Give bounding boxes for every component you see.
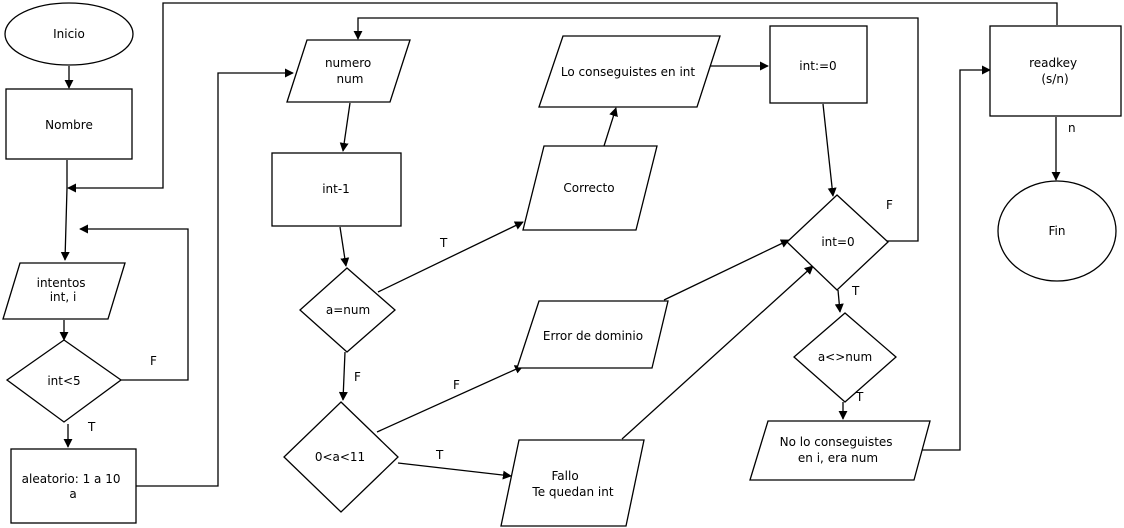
io-shape xyxy=(500,439,645,527)
decision-shape xyxy=(793,312,897,403)
edge-anum-false xyxy=(338,351,348,401)
label-f-rango: F xyxy=(453,378,460,392)
edge-error-int0 xyxy=(663,239,790,301)
node-no-conseguiste: No lo conseguistes en i, era num xyxy=(749,420,931,481)
terminal-shape xyxy=(997,180,1117,282)
node-label: int-1 xyxy=(322,182,350,196)
edge-loop-restart xyxy=(67,2,1058,193)
node-nombre: Nombre xyxy=(5,88,133,160)
node-label: Fin xyxy=(1049,224,1066,238)
edge-aleatorio-numero xyxy=(136,68,294,487)
node-inicio: Inicio xyxy=(4,2,134,66)
connectors xyxy=(59,2,1061,487)
node-label: a=num xyxy=(326,303,370,317)
edge-numero-intdec xyxy=(339,102,351,152)
node-numero: numero num xyxy=(286,39,411,103)
node-cond-int5: int<5 xyxy=(5,339,123,423)
process-shape xyxy=(271,152,402,227)
node-label: intentos int, i xyxy=(37,276,90,304)
edge-fallo-int0 xyxy=(621,265,814,440)
edge-labels: F T T F F T F T T n xyxy=(87,121,1076,462)
io-shape xyxy=(286,39,411,103)
node-cond-anum: a=num xyxy=(299,267,396,353)
edge-int5-false xyxy=(79,224,189,381)
label-f-int0: F xyxy=(886,198,893,212)
node-cond-int0: int=0 xyxy=(786,194,889,291)
label-f-int5: F xyxy=(150,354,157,368)
io-shape xyxy=(516,300,669,369)
node-label: numero num xyxy=(325,56,375,86)
edge-intdec-anum xyxy=(339,226,350,267)
process-shape xyxy=(5,88,133,160)
node-label: Fallo Te quedan int xyxy=(531,469,613,499)
node-cond-neq: a<>num xyxy=(793,312,897,403)
decision-shape xyxy=(283,401,399,513)
label-t-int5: T xyxy=(87,420,96,434)
node-cond-rango: 0<a<11 xyxy=(283,401,399,513)
edge-noconseg-readkey xyxy=(913,65,991,451)
node-label: Inicio xyxy=(53,27,85,41)
node-lo-conseguiste: Lo conseguistes en int xyxy=(538,35,721,108)
node-fallo: Fallo Te quedan int xyxy=(500,439,645,527)
io-shape xyxy=(2,262,126,320)
decision-shape xyxy=(786,194,889,291)
node-fin: Fin xyxy=(997,180,1117,282)
terminal-shape xyxy=(4,2,134,66)
node-label: Error de dominio xyxy=(543,329,643,343)
node-int-dec: int-1 xyxy=(271,152,402,227)
process-shape xyxy=(989,25,1122,117)
node-label: aleatorio: 1 a 10 a xyxy=(22,472,125,501)
node-label: a<>num xyxy=(818,350,872,364)
label-t-int0: T xyxy=(851,284,860,298)
decision-shape xyxy=(299,267,396,353)
process-shape xyxy=(10,448,137,524)
node-label: int<5 xyxy=(47,374,80,388)
node-label: Nombre xyxy=(45,118,93,132)
node-intentos: intentos int, i xyxy=(2,262,126,320)
label-n-readkey: n xyxy=(1068,121,1076,135)
edge-correcto-lo xyxy=(603,107,618,147)
node-label: int:=0 xyxy=(799,59,836,73)
node-label: int=0 xyxy=(821,235,854,249)
edge-int0-false xyxy=(353,17,919,242)
node-label: readkey (s/n) xyxy=(1029,56,1081,86)
node-error: Error de dominio xyxy=(516,300,669,369)
node-readkey: readkey (s/n) xyxy=(989,25,1122,117)
node-aleatorio: aleatorio: 1 a 10 a xyxy=(10,448,137,524)
process-shape xyxy=(769,25,868,104)
io-shape xyxy=(749,420,931,481)
edge-anum-true xyxy=(377,221,524,293)
node-int-zero: int:=0 xyxy=(769,25,868,104)
node-correcto: Correcto xyxy=(522,145,658,231)
node-label: Correcto xyxy=(563,181,614,195)
io-shape xyxy=(522,145,658,231)
node-label: No lo conseguistes en i, era num xyxy=(780,435,897,465)
edge-nombre-intentos xyxy=(60,160,70,261)
node-label: 0<a<11 xyxy=(315,450,365,464)
edge-rango-false xyxy=(376,365,524,433)
edge-intzero-int0 xyxy=(822,103,837,197)
edge-rango-true xyxy=(397,462,512,480)
io-shape xyxy=(538,35,721,108)
node-label: Lo conseguistes en int xyxy=(561,65,696,79)
label-t-rango: T xyxy=(435,448,444,462)
label-f-anum: F xyxy=(354,370,361,384)
decision-shape xyxy=(5,339,123,423)
label-t-neq: T xyxy=(855,390,864,404)
label-t-anum: T xyxy=(439,236,448,250)
edge-int0-true xyxy=(834,289,844,313)
